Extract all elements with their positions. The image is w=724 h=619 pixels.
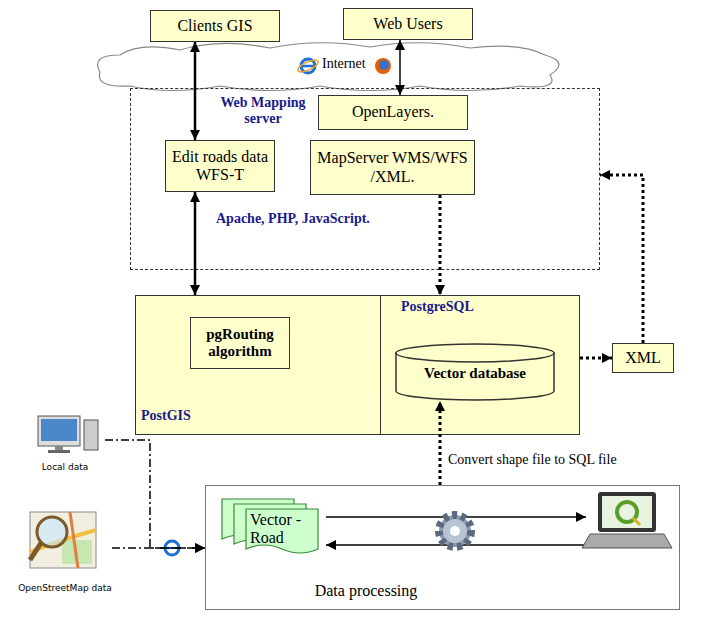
connector xyxy=(194,192,197,295)
laptop-icon xyxy=(582,492,672,548)
database-box: PostGIS pgRouting algorithm PostgreSQL Vect… xyxy=(135,295,580,435)
node-label: pgRouting algorithm xyxy=(197,326,283,361)
database-cylinder: Vector database xyxy=(395,343,555,401)
source-icon: Local data xyxy=(25,412,105,476)
browser-icon xyxy=(296,58,319,75)
source-icon: OpenStreetMap data xyxy=(18,505,112,597)
node-label: Apache, PHP, JavaScript. xyxy=(216,211,456,227)
node-label: Web Users xyxy=(373,15,442,33)
map-icon xyxy=(30,512,96,568)
connector xyxy=(600,175,643,343)
connector xyxy=(194,42,197,140)
gear-icon xyxy=(439,515,471,547)
node-label: PostGIS xyxy=(141,408,241,424)
network-label: Internet xyxy=(322,56,366,72)
node-label: PostgreSQL xyxy=(401,299,521,315)
node-label: Web Mapping server xyxy=(213,95,313,127)
algorithm-box: pgRouting algorithm xyxy=(190,317,290,369)
connector xyxy=(112,547,205,549)
client-box: Clients GIS xyxy=(150,10,280,42)
connector xyxy=(439,401,442,485)
node-label: OpenStreetMap data xyxy=(18,583,112,593)
computer-icon xyxy=(38,416,98,453)
process-box: MapServer WMS/WFS /XML. xyxy=(310,140,475,195)
node-label: Edit roads data WFS-T xyxy=(172,148,268,185)
process-box: OpenLayers. xyxy=(318,95,468,130)
node-label: Vector -Road xyxy=(250,511,312,548)
node-label: Local data xyxy=(25,462,105,472)
firefox-icon xyxy=(375,58,391,74)
connector-label: Convert shape file to SQL file xyxy=(446,452,619,468)
internet-cloud xyxy=(98,43,559,91)
file-box: XML xyxy=(612,343,674,373)
connector xyxy=(399,40,401,95)
node-label: Clients GIS xyxy=(177,17,252,35)
document-stack: Vector -Road xyxy=(220,497,320,559)
process-box: Edit roads data WFS-T xyxy=(165,140,275,192)
processing-box: Data processing Vector -Road xyxy=(205,485,680,610)
connector xyxy=(580,357,612,360)
server-region: Web Mapping serverApache, PHP, JavaScrip… xyxy=(130,88,600,270)
connector xyxy=(105,440,205,548)
database-region: PostgreSQL Vector database xyxy=(380,295,580,435)
node-label: MapServer WMS/WFS /XML. xyxy=(317,149,468,186)
node-label: XML xyxy=(625,349,661,367)
user-box: Web Users xyxy=(343,8,473,40)
node-label: OpenLayers. xyxy=(352,103,434,121)
node-label: Vector database xyxy=(395,365,555,382)
connector xyxy=(439,195,442,295)
node-label: Data processing xyxy=(296,582,436,600)
